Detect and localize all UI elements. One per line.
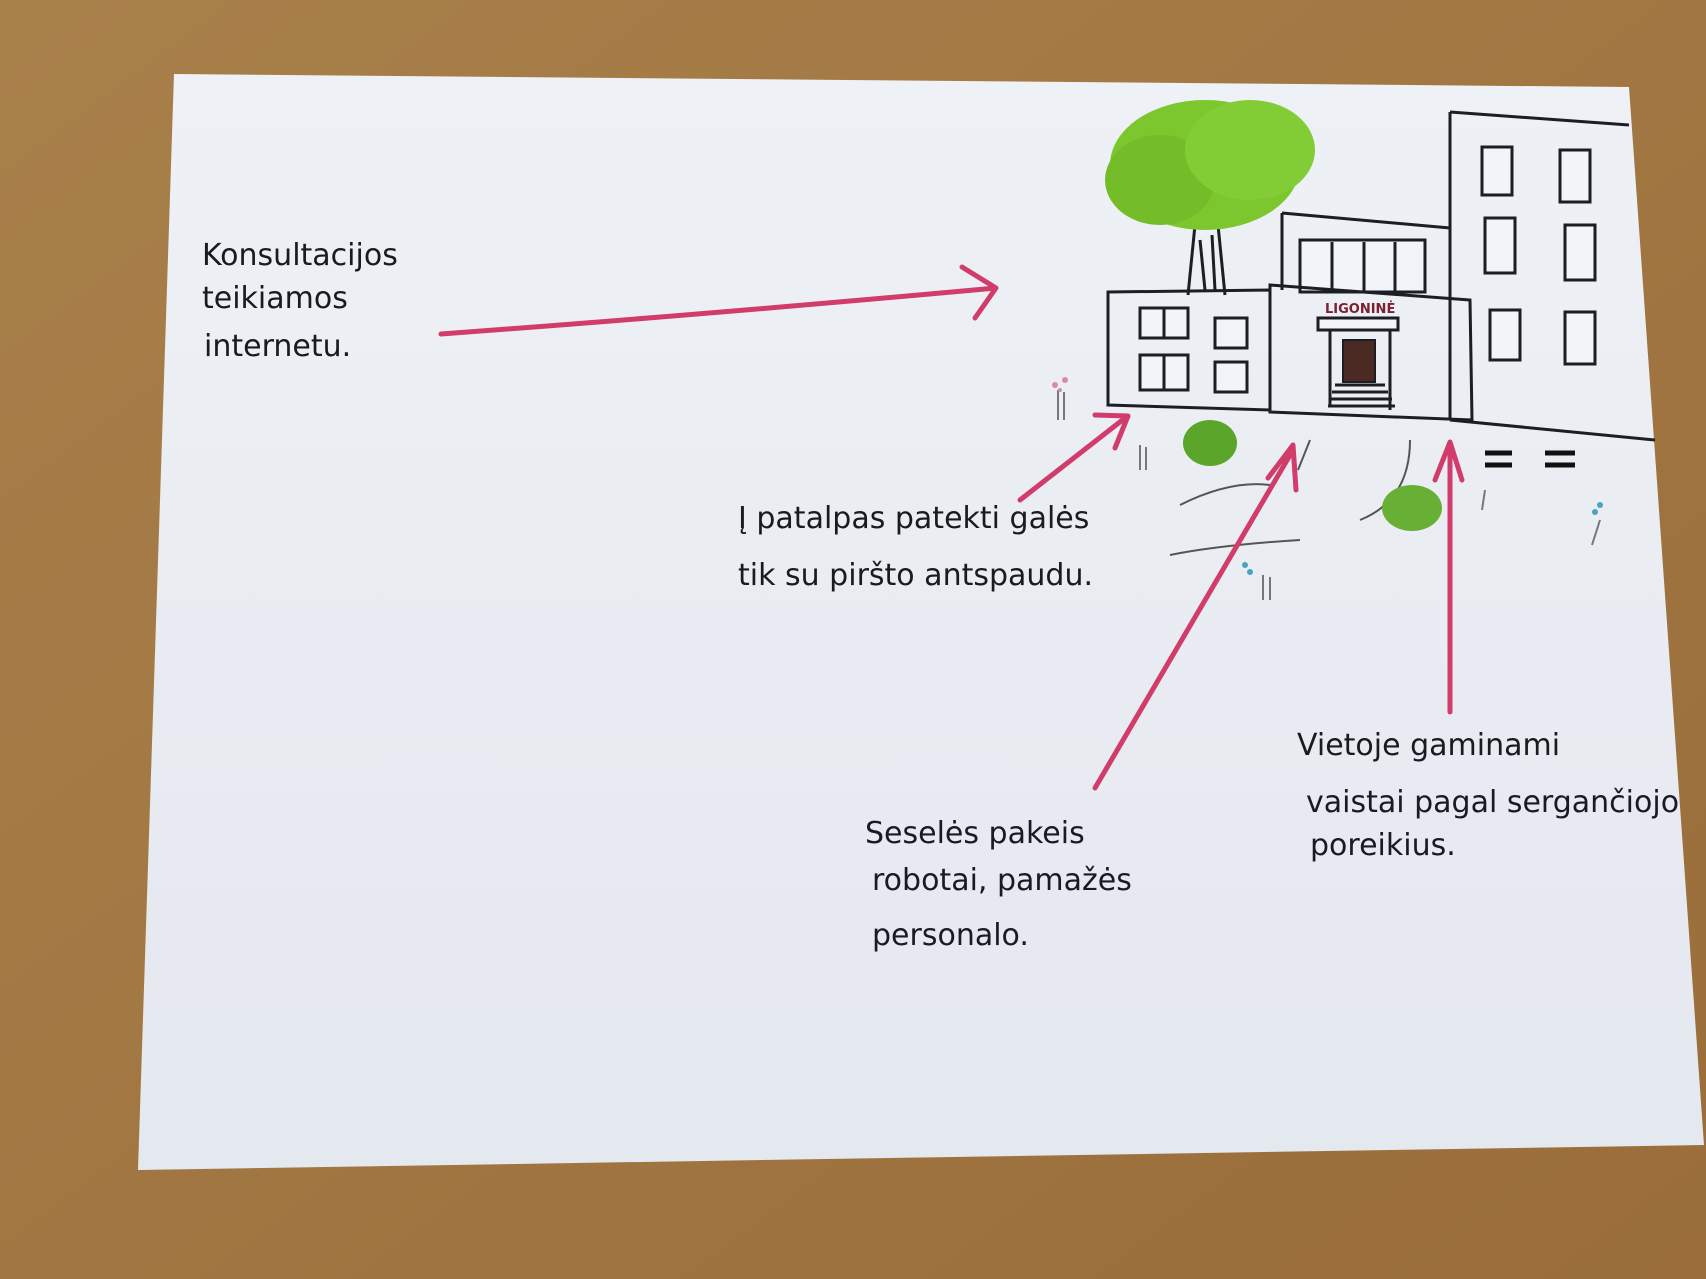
text-line: Konsultacijos xyxy=(202,238,398,273)
text-line: Į patalpas patekti galės xyxy=(738,501,1089,536)
text-line: robotai, pamažės xyxy=(872,863,1132,898)
annotation-medicine: Vietoje gaminami vaistai pagal sergančio… xyxy=(1297,728,1679,863)
arrow-to-entrance xyxy=(1017,412,1131,503)
annotation-robots: Seselės pakeis robotai, pamažės personal… xyxy=(865,816,1132,953)
arrow-to-path xyxy=(1092,442,1299,791)
text-line: internetu. xyxy=(204,329,351,364)
door xyxy=(1342,339,1376,383)
text-line: poreikius. xyxy=(1310,828,1456,863)
arrow-to-building-right xyxy=(1432,439,1465,715)
text-line: Vietoje gaminami xyxy=(1297,728,1560,763)
annotation-consultations: Konsultacijos teikiamos internetu. xyxy=(202,238,398,364)
arrows xyxy=(438,264,1465,791)
text-line: vaistai pagal sergančiojo xyxy=(1306,785,1679,820)
text-line: Seselės pakeis xyxy=(865,816,1085,851)
text-line: personalo. xyxy=(872,918,1029,953)
arrow-to-building xyxy=(438,264,999,337)
hospital-building-drawing: LIGONINĖ xyxy=(1052,110,1656,600)
text-line: teikiamos xyxy=(202,281,348,316)
text-line: tik su piršto antspaudu. xyxy=(738,558,1093,593)
paper-sheet xyxy=(138,74,1704,1170)
hospital-sign: LIGONINĖ xyxy=(1325,301,1395,317)
annotation-fingerprint: Į patalpas patekti galės tik su piršto a… xyxy=(738,501,1093,593)
tree-drawing xyxy=(1105,100,1315,296)
